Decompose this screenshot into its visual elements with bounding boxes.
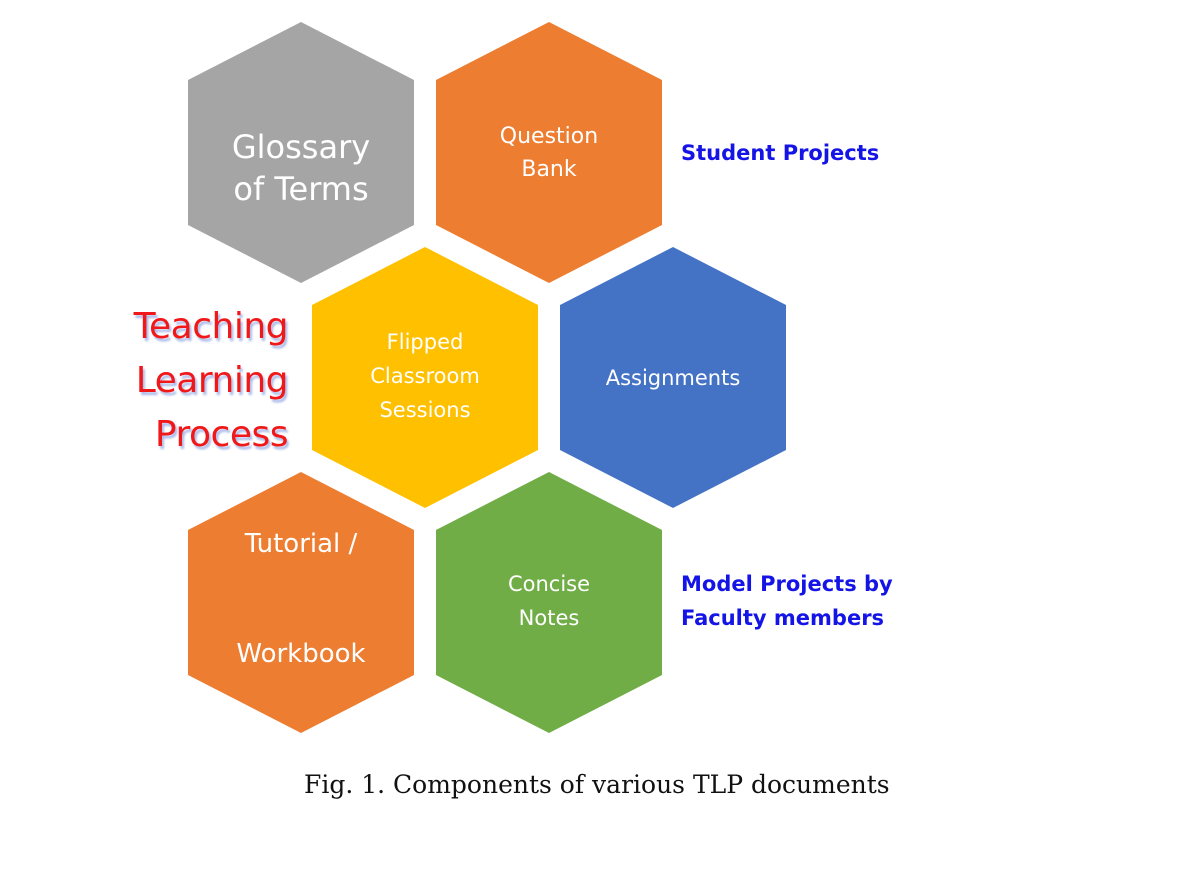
tlp-line-1: Teaching [133, 306, 289, 347]
tlp-line-3: Process [154, 414, 289, 455]
model-projects-line-2: Faculty members [681, 606, 885, 630]
flipped-line-2: Classroom [370, 364, 480, 388]
question-bank-line-1: Question [499, 124, 599, 149]
concise-notes-line-1: Concise [507, 572, 591, 596]
glossary-line-1: Glossary [231, 128, 371, 166]
student-projects-line-1: Student Projects [681, 141, 880, 165]
hex-glossary-shape [188, 22, 414, 283]
glossary-line-2: of Terms [233, 170, 369, 208]
hex-tutorial-label: Tutorial / Workbook [188, 524, 414, 674]
hex-concise-notes-label: Concise Notes [436, 566, 662, 636]
hex-tutorial-shape [188, 472, 414, 733]
assignments-line-1: Assignments [605, 366, 741, 390]
student-projects-note: Student Projects [681, 136, 879, 170]
hex-flipped-label: Flipped Classroom Sessions [312, 324, 538, 428]
concise-notes-line-2: Notes [518, 606, 580, 630]
tutorial-line-1: Tutorial / [244, 529, 358, 559]
flipped-line-3: Sessions [379, 398, 471, 422]
hex-assignments-label: Assignments [560, 360, 786, 396]
hex-concise-notes-shape [436, 472, 662, 733]
teaching-learning-process-title: Teaching Learning Process [96, 300, 289, 462]
flipped-line-1: Flipped [386, 330, 464, 354]
hex-glossary-label: Glossary of Terms [188, 108, 414, 228]
tlp-line-2: Learning [135, 360, 289, 401]
model-projects-note: Model Projects by Faculty members [681, 567, 893, 635]
hex-question-bank-label: Question Bank [436, 118, 662, 188]
tutorial-line-2: Workbook [236, 639, 366, 669]
figure-caption: Fig. 1. Components of various TLP docume… [304, 770, 890, 799]
hex-flipped-shape [312, 247, 538, 508]
question-bank-line-2: Bank [521, 157, 577, 182]
hex-assignments-shape [560, 247, 786, 508]
model-projects-line-1: Model Projects by [681, 572, 893, 596]
hex-question-bank-shape [436, 22, 662, 283]
